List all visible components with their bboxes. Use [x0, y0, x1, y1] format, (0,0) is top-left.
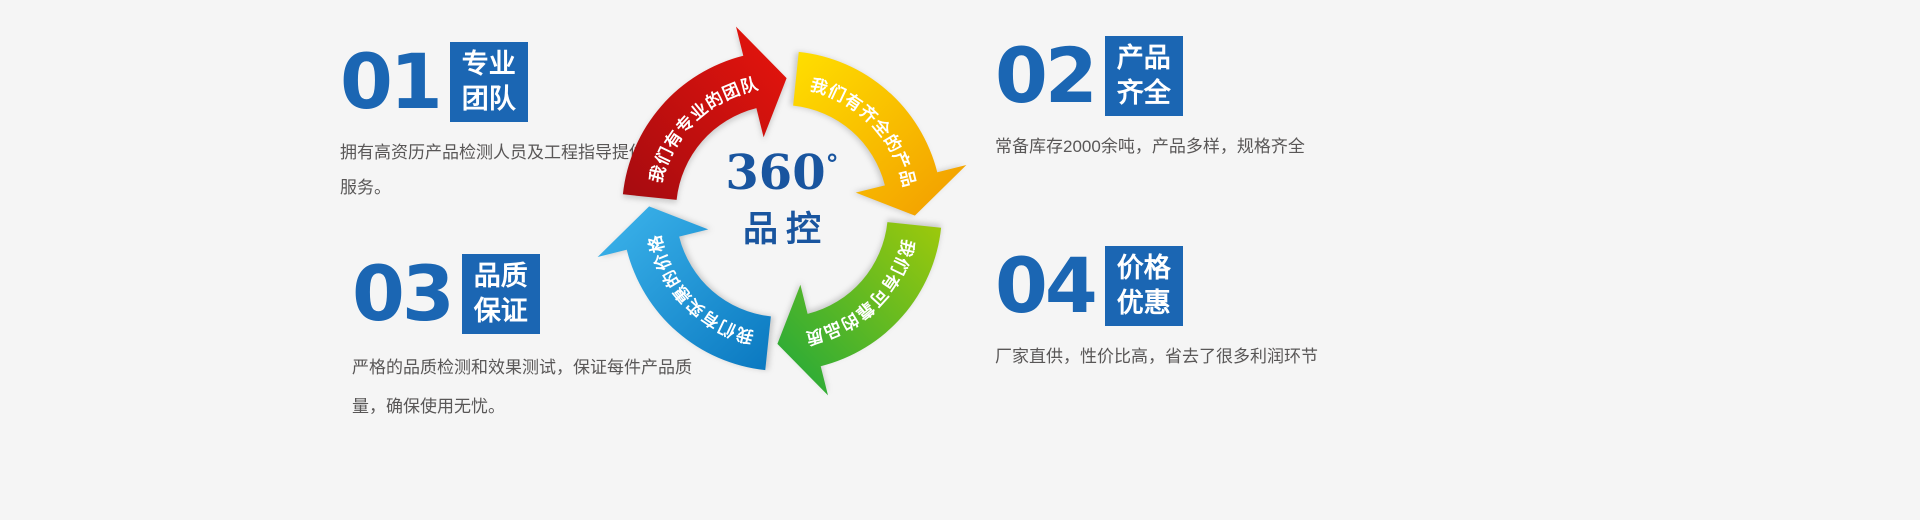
feature-02-title-line1: 产品 [1116, 43, 1171, 73]
feature-04-title-line2: 优惠 [1116, 288, 1171, 319]
feature-01-description: 拥有高资历产品检测人员及工程指导提供技术服务。 [340, 143, 680, 198]
feature-01: 01 专业 团队 拥有高资历产品检测人员及工程指导提供技术服务。 [340, 42, 685, 206]
feature-03-head: 03 品质 保证 [352, 249, 700, 339]
feature-03-number: 03 [352, 249, 455, 339]
feature-03-title-line2: 保证 [473, 296, 528, 327]
feature-01-head: 01 专业 团队 [340, 37, 685, 127]
feature-02: 02 产品 齐全 常备库存2000余吨，产品多样，规格齐全 [995, 36, 1455, 165]
feature-03: 03 品质 保证 严格的品质检测和效果测试，保证每件产品质量，确保使用无忧。 [352, 254, 700, 426]
feature-04: 04 价格 优惠 厂家直供，性价比高，省去了很多利润环节 [995, 246, 1455, 375]
feature-03-title: 品质 保证 [461, 254, 540, 335]
cycle-diagram: 我们有专业的团队 我们有齐全的产品 我们有可靠的品质 我们有实惠的价格 360°… [552, 0, 1012, 439]
feature-03-title-line1: 品质 [473, 261, 528, 291]
cycle-diagram-svg: 我们有专业的团队 我们有齐全的产品 我们有可靠的品质 我们有实惠的价格 [597, 26, 967, 396]
feature-01-title-line2: 团队 [461, 84, 516, 115]
feature-02-description: 常备库存2000余吨，产品多样，规格齐全 [995, 137, 1305, 157]
feature-04-head: 04 价格 优惠 [995, 241, 1455, 331]
feature-04-description: 厂家直供，性价比高，省去了很多利润环节 [995, 347, 1318, 367]
feature-02-title: 产品 齐全 [1104, 36, 1183, 117]
feature-04-title-line1: 价格 [1116, 253, 1171, 283]
feature-02-title-line2: 齐全 [1116, 78, 1171, 109]
feature-02-head: 02 产品 齐全 [995, 31, 1455, 121]
feature-03-description: 严格的品质检测和效果测试，保证每件产品质量，确保使用无忧。 [352, 358, 692, 417]
feature-04-number: 04 [995, 241, 1098, 331]
feature-01-title: 专业 团队 [449, 42, 528, 123]
feature-01-number: 01 [340, 37, 443, 127]
feature-04-title: 价格 优惠 [1104, 246, 1183, 327]
feature-02-number: 02 [995, 31, 1098, 121]
feature-01-title-line1: 专业 [461, 49, 516, 79]
